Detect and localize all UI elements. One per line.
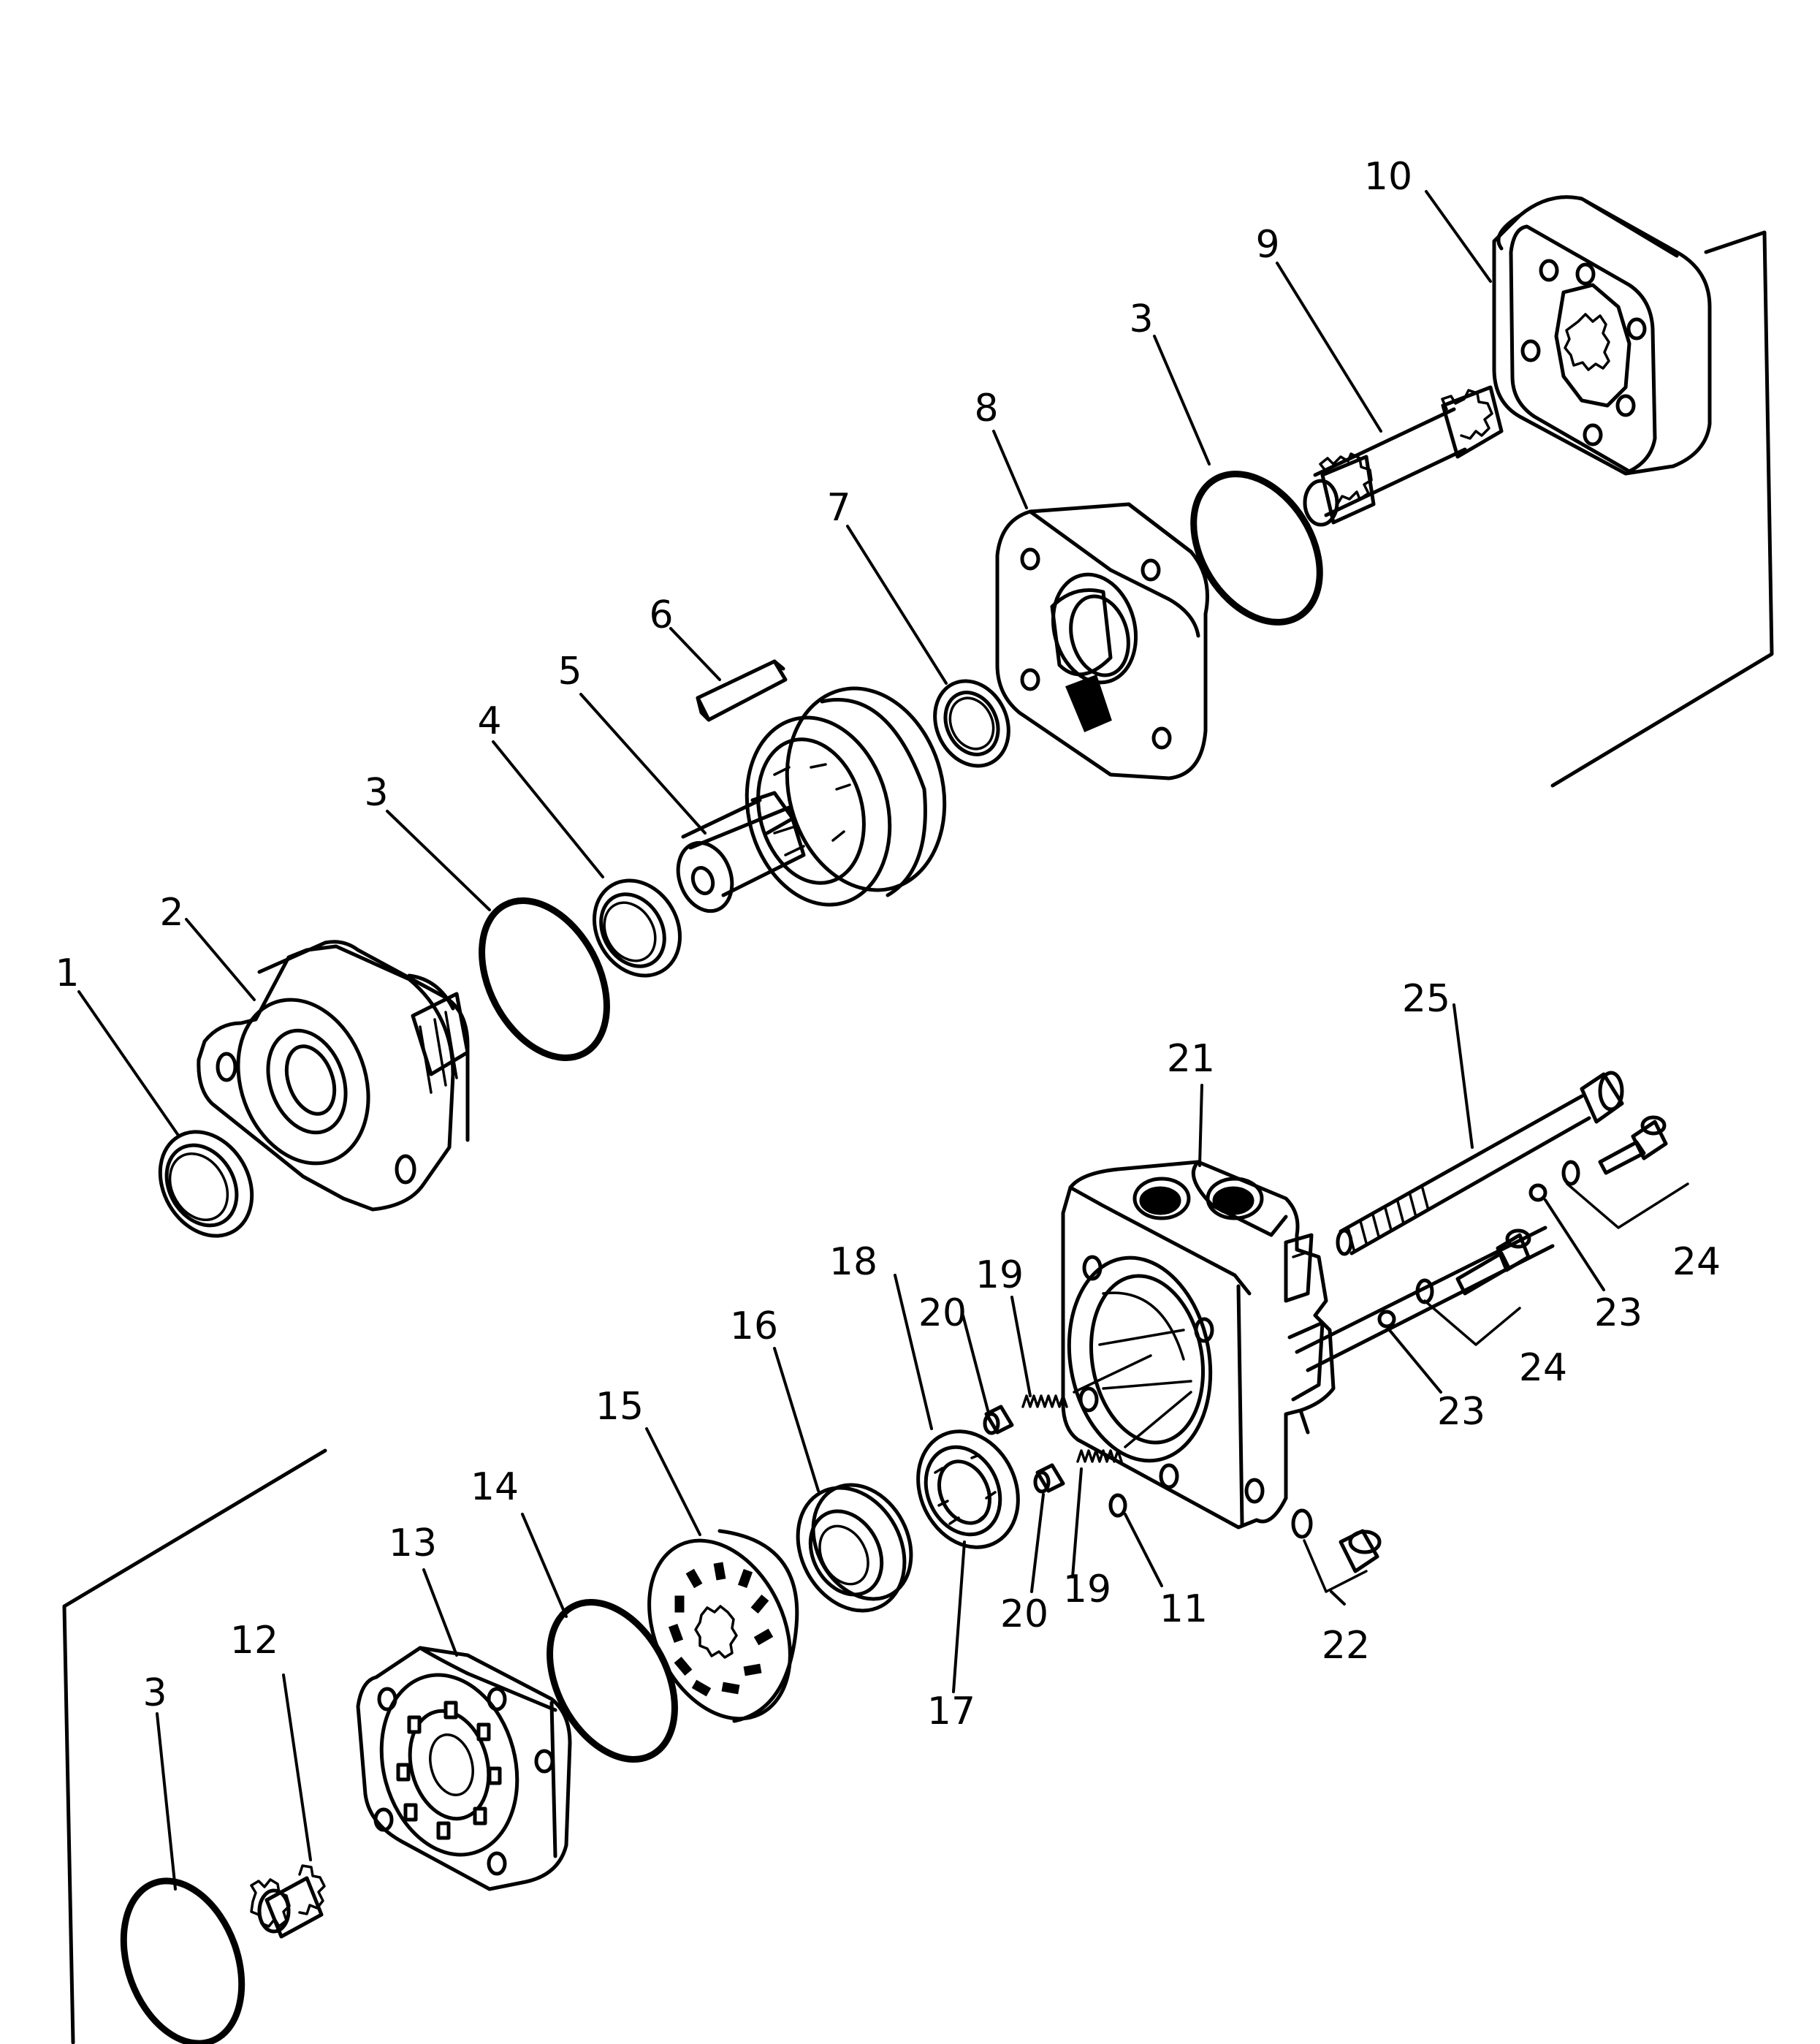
callout-4: 4 xyxy=(477,699,501,743)
leader-lines xyxy=(77,190,1605,1891)
callout-7: 7 xyxy=(826,486,850,530)
callout-17: 17 xyxy=(927,1690,975,1733)
part-4-bearing xyxy=(592,878,682,978)
part-20-pin-lower xyxy=(1033,1463,1065,1494)
callout-19-lower: 19 xyxy=(1063,1568,1111,1611)
callout-14: 14 xyxy=(471,1465,519,1509)
callout-labels: 1 2 3 3 3 4 5 6 7 8 9 10 11 12 13 14 15 … xyxy=(55,155,1721,1733)
part-23-o-ring-upper xyxy=(1528,1183,1547,1202)
part-24-screw-upper xyxy=(1598,1115,1668,1175)
callout-24-lower: 24 xyxy=(1519,1346,1567,1390)
part-20-pin-upper xyxy=(983,1405,1014,1435)
callout-23-lower: 23 xyxy=(1437,1390,1485,1434)
part-15-rotor xyxy=(647,1529,799,1723)
part-3-o-ring-upper xyxy=(1190,471,1323,626)
callout-22: 22 xyxy=(1322,1624,1370,1668)
callout-12: 12 xyxy=(230,1619,278,1663)
part-23-o-ring-lower xyxy=(1377,1310,1396,1329)
part-16-seal xyxy=(796,1483,913,1613)
part-22-plug xyxy=(1291,1508,1382,1593)
part-19-spring-upper xyxy=(1021,1354,1152,1408)
part-18-bearing xyxy=(916,1429,1020,1549)
assembly-bracket-lower xyxy=(62,1448,327,2044)
part-24-bracket-upper xyxy=(1566,1182,1689,1229)
assembly-bracket-upper xyxy=(1550,230,1774,788)
callout-18: 18 xyxy=(829,1240,877,1284)
callout-2: 2 xyxy=(159,891,183,935)
callout-24-upper: 24 xyxy=(1672,1240,1721,1284)
part-6-key xyxy=(696,659,788,722)
part-13-end-cover xyxy=(356,1646,572,1891)
part-24-washer-upper xyxy=(1561,1160,1580,1186)
part-19-spring-lower xyxy=(1076,1391,1192,1463)
part-8-housing-plate xyxy=(995,502,1209,780)
callout-21: 21 xyxy=(1167,1037,1215,1081)
part-14-o-ring xyxy=(547,1599,678,1763)
part-12-gear xyxy=(250,1864,326,1939)
part-3-o-ring-lower xyxy=(120,1877,245,2044)
callout-20-lower: 20 xyxy=(1000,1592,1048,1636)
callout-23-upper: 23 xyxy=(1594,1291,1642,1335)
part-25-bolt xyxy=(1336,1071,1624,1256)
callout-16: 16 xyxy=(730,1304,778,1348)
callout-15: 15 xyxy=(595,1385,644,1429)
part-24-bracket-lower xyxy=(1423,1299,1521,1346)
callout-8: 8 xyxy=(974,387,998,430)
part-24-screw-lower xyxy=(1455,1228,1531,1296)
callout-6: 6 xyxy=(649,593,673,637)
part-2-flange-housing xyxy=(197,940,470,1212)
callout-1: 1 xyxy=(55,951,79,995)
callout-5: 5 xyxy=(557,650,582,694)
part-11-o-ring xyxy=(1108,1493,1127,1518)
callout-25: 25 xyxy=(1402,977,1450,1021)
callout-3-lower: 3 xyxy=(142,1671,167,1715)
callout-20-upper: 20 xyxy=(918,1291,967,1335)
part-10-end-cover xyxy=(1492,195,1712,476)
callout-9: 9 xyxy=(1255,223,1279,267)
part-21-pump-body xyxy=(1061,1160,1555,1530)
part-9-splined-shaft xyxy=(1303,385,1504,527)
callout-11: 11 xyxy=(1160,1587,1208,1631)
callout-13: 13 xyxy=(389,1521,437,1565)
part-1-bearing xyxy=(158,1130,254,1238)
callout-3-upper: 3 xyxy=(1129,297,1153,341)
part-7-bearing xyxy=(933,679,1010,768)
part-5-drive-shaft xyxy=(676,686,947,913)
part-3-o-ring-middle xyxy=(479,897,610,1061)
callout-19-upper: 19 xyxy=(975,1253,1024,1297)
callout-10: 10 xyxy=(1364,155,1412,199)
callout-3-middle: 3 xyxy=(364,771,388,815)
